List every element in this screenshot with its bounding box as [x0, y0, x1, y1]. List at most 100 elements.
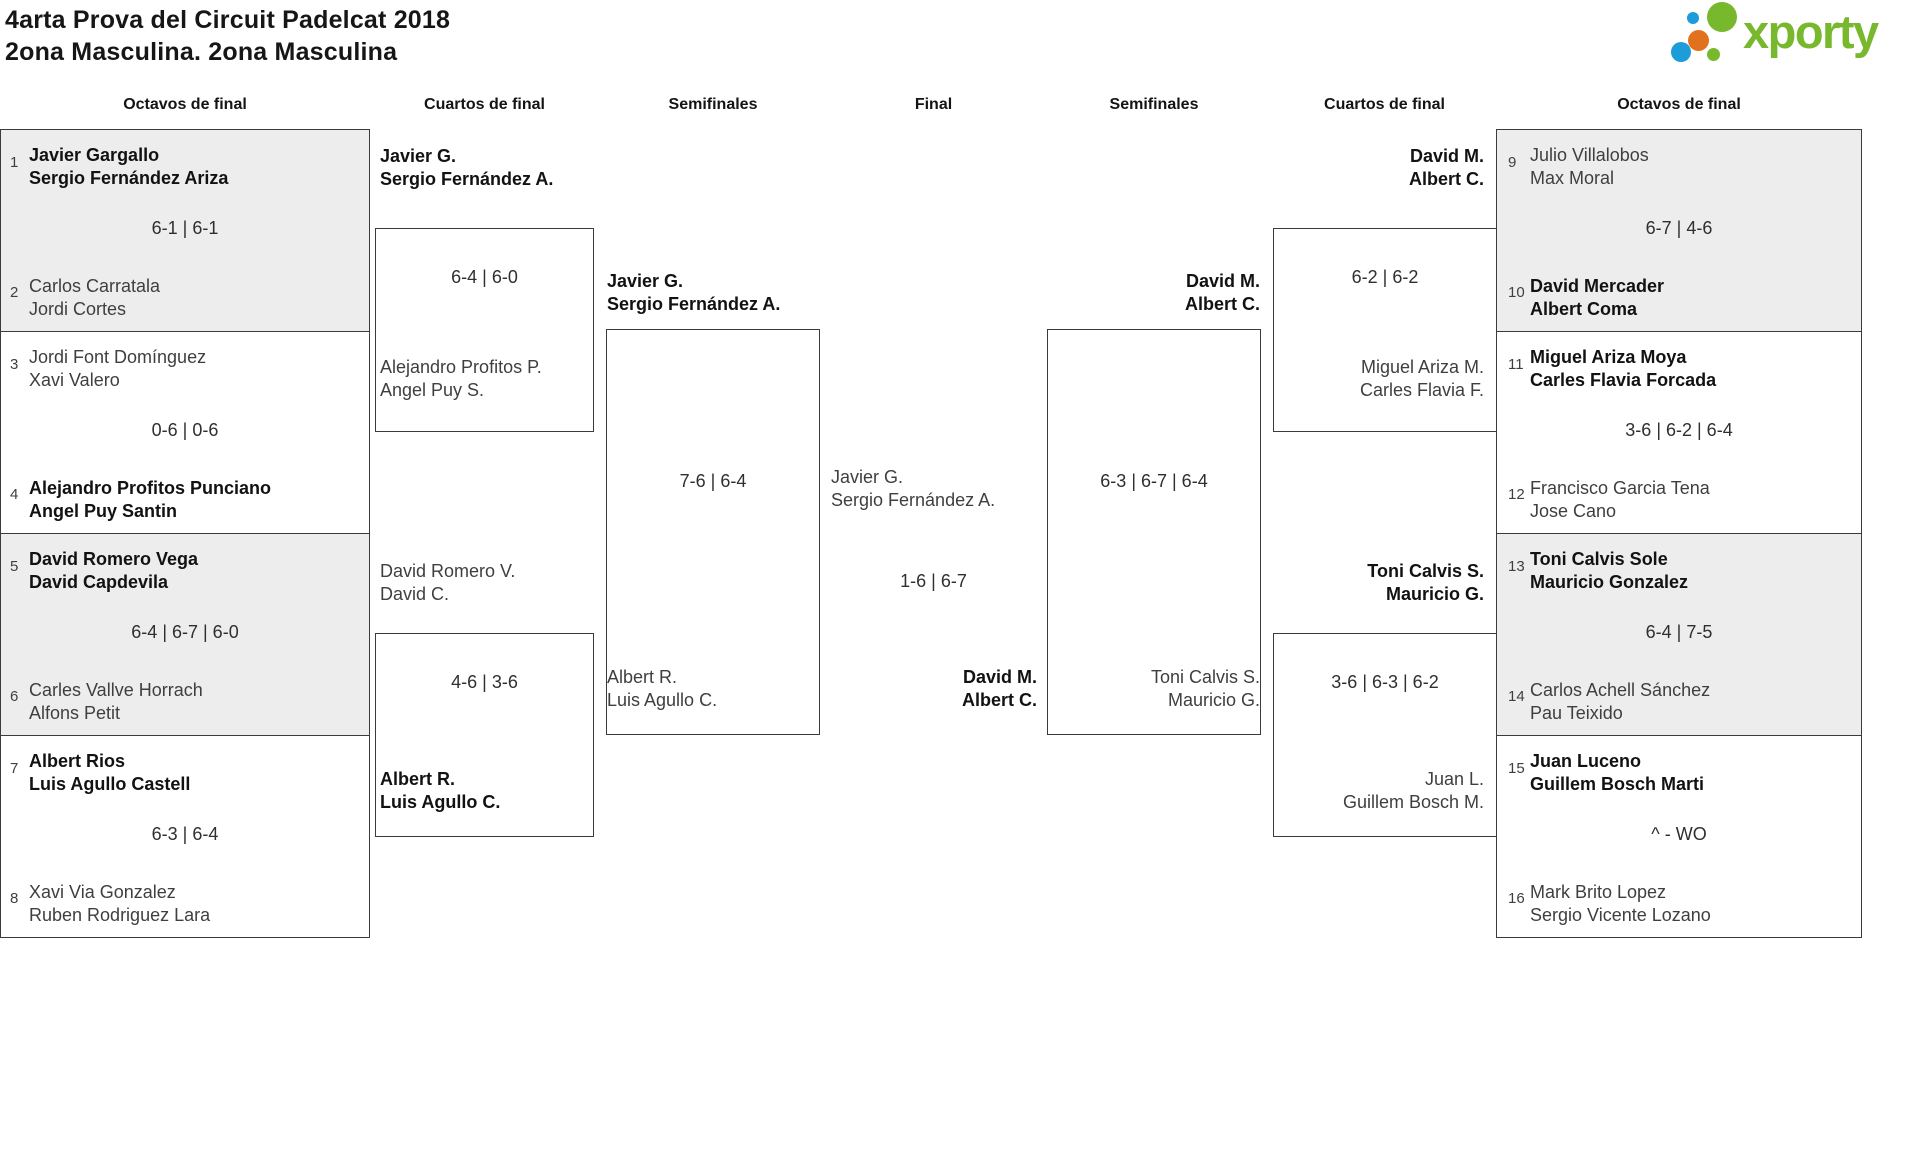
player-name: Javier Gargallo [29, 145, 160, 165]
match-box-sf-left [606, 329, 820, 735]
player-name: Ruben Rodriguez Lara [29, 905, 211, 925]
player-name: David C. [380, 584, 450, 604]
team-pair: Albert R.Luis Agullo C. [607, 666, 717, 712]
player-name: Sergio Fernández A. [380, 169, 554, 189]
match-score: 6-4 | 6-0 [451, 267, 518, 287]
player-name: Sergio Vicente Lozano [1530, 905, 1711, 925]
player-name: Sergio Fernández Ariza [29, 168, 229, 188]
player-name: David Mercader [1530, 276, 1665, 296]
xporty-logo[interactable]: xporty [1671, 2, 1906, 78]
player-name: David Capdevila [29, 572, 169, 592]
page-title-line1: 4arta Prova del Circuit Padelcat 2018 [5, 6, 451, 34]
match-score: 6-4 | 6-7 | 6-0 [131, 622, 239, 642]
player-name: Francisco Garcia Tena [1530, 478, 1710, 498]
player-name: Luis Agullo Castell [29, 774, 191, 794]
player-name: Juan L. [1424, 769, 1484, 789]
player-name: Miguel Ariza M. [1360, 357, 1484, 377]
match-score: 6-3 | 6-7 | 6-4 [1100, 471, 1208, 491]
match-score: 3-6 | 6-3 | 6-2 [1331, 672, 1439, 692]
logo-dot-blue-small [1687, 12, 1699, 24]
player-name: Albert Coma [1530, 299, 1638, 319]
team-pair: Toni Calvis S.Mauricio G. [1151, 666, 1260, 712]
logo-dot-blue-large [1671, 42, 1691, 62]
player-name: Toni Calvis Sole [1530, 549, 1668, 569]
team-pair: Juan L.Guillem Bosch M. [1343, 768, 1484, 814]
player-name: Guillem Bosch Marti [1530, 774, 1705, 794]
logo-dot-green-large [1707, 2, 1737, 32]
match-box-sf-right [1047, 329, 1261, 735]
player-name: Mauricio G. [1167, 690, 1260, 710]
match-box-qf-left-2 [375, 633, 594, 837]
player-name: Albert R. [380, 769, 456, 789]
seed-number: 15 [1508, 760, 1525, 777]
player-name: Mauricio Gonzalez [1530, 572, 1689, 592]
player-name: David Romero V. [380, 561, 516, 581]
seed-number: 12 [1508, 486, 1525, 503]
seed-number: 13 [1508, 558, 1525, 575]
player-name: David M. [1409, 146, 1484, 166]
round-header-sf-right: Semifinales [1109, 96, 1199, 113]
match-score: ^ - WO [1651, 824, 1707, 844]
round-header-r16-left: Octavos de final [123, 96, 247, 113]
player-name: Carlos Achell Sánchez [1530, 680, 1711, 700]
player-name: Max Moral [1530, 168, 1615, 188]
player-name: Sergio Fernández A. [607, 294, 781, 314]
player-name: Julio Villalobos [1530, 145, 1649, 165]
player-name: Jose Cano [1530, 501, 1617, 521]
team-pair: Alejandro Profitos P. Angel Puy S. [380, 356, 542, 402]
player-name: Pau Teixido [1530, 703, 1623, 723]
player-name: Miguel Ariza Moya [1530, 347, 1687, 367]
team-pair: Miguel Ariza M.Carles Flavia F. [1360, 356, 1484, 402]
logo-dot-orange [1688, 30, 1709, 51]
seed-number: 1 [10, 154, 19, 171]
team-pair: Albert R. Luis Agullo C. [380, 768, 500, 814]
player-name: Jordi Font Domínguez [29, 347, 207, 367]
seed-number: 14 [1508, 688, 1525, 705]
match-box-qf-right-2 [1273, 633, 1497, 837]
seed-number: 10 [1508, 284, 1525, 301]
seed-number: 8 [10, 890, 19, 907]
match-score: 6-7 | 4-6 [1645, 218, 1713, 238]
team-pair: Javier G.Sergio Fernández A. [607, 270, 780, 316]
player-name: Mauricio G. [1385, 584, 1484, 604]
player-name: Alejandro Profitos Punciano [29, 478, 272, 498]
player-name: Albert C. [961, 690, 1037, 710]
team-pair: Javier G. Sergio Fernández A. [380, 145, 553, 191]
match-score: 6-3 | 6-4 [151, 824, 219, 844]
seed-number: 3 [10, 356, 19, 373]
player-name: Toni Calvis S. [1367, 561, 1484, 581]
player-name: Albert C. [1184, 294, 1260, 314]
player-name: Jordi Cortes [29, 299, 127, 319]
player-name: Javier G. [831, 467, 904, 487]
seed-number: 5 [10, 558, 19, 575]
player-name: Luis Agullo C. [380, 792, 501, 812]
player-name: Javier G. [380, 146, 457, 166]
player-name: Sergio Fernández A. [831, 490, 996, 510]
match-score: 7-6 | 6-4 [679, 471, 747, 491]
team-pair: Toni Calvis S. Mauricio G. [1367, 560, 1484, 606]
match-score: 6-4 | 7-5 [1645, 622, 1713, 642]
player-name: Angel Puy S. [380, 380, 485, 400]
seed-number: 4 [10, 486, 19, 503]
player-name: Carles Vallve Horrach [29, 680, 203, 700]
match-box-qf-right-1 [1273, 228, 1497, 432]
match-score: 4-6 | 3-6 [451, 672, 518, 692]
round-header-r16-right: Octavos de final [1617, 96, 1741, 113]
match-score: 3-6 | 6-2 | 6-4 [1625, 420, 1733, 440]
match-score: 1-6 | 6-7 [900, 571, 967, 591]
player-name: Alejandro Profitos P. [380, 357, 542, 377]
